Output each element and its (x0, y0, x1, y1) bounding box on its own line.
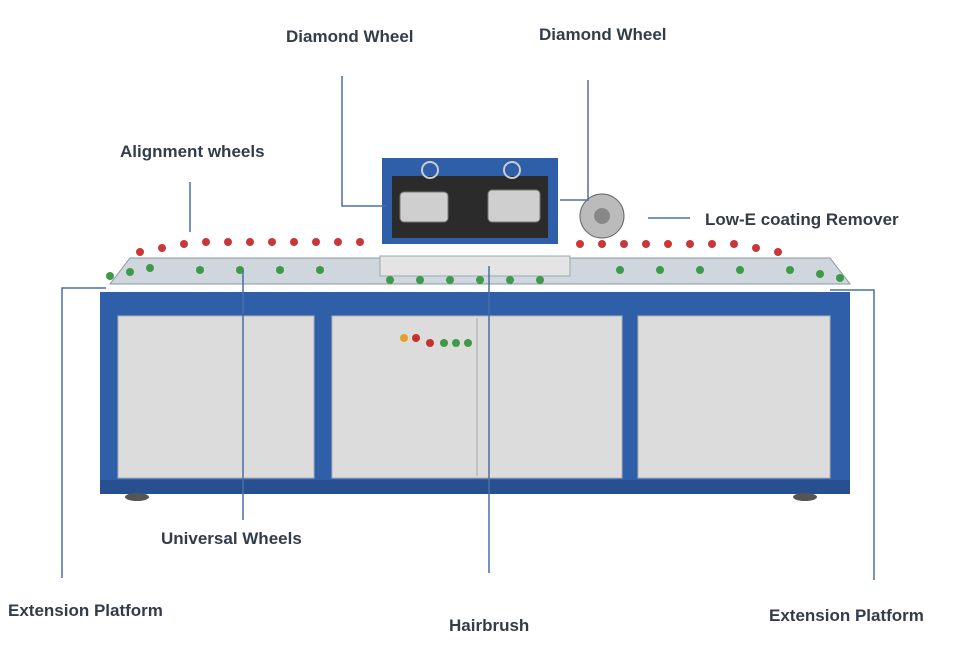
leader-diamond-wheel-right (560, 80, 589, 201)
diamond-wheel-left-label: Diamond Wheel (286, 27, 414, 46)
alignment-wheels-label: Alignment wheels (120, 142, 265, 161)
universal-wheels-label: Universal Wheels (161, 529, 302, 548)
hairbrush-plate (379, 255, 571, 277)
control-lamp-amber (400, 334, 408, 342)
left-foot (125, 493, 149, 501)
control-button-green-2 (452, 339, 460, 347)
right-foot (793, 493, 817, 501)
extension-platform-left-label: Extension Platform (8, 601, 163, 620)
extension-platform-right-label: Extension Platform (769, 606, 924, 625)
diamond-motor-right (487, 189, 541, 223)
leader-lines (61, 76, 875, 580)
low-e-remover-label: Low-E coating Remover (705, 210, 899, 229)
control-button-green-3 (464, 339, 472, 347)
hairbrush-label: Hairbrush (449, 616, 530, 635)
leader-extension-platform-right (830, 289, 875, 580)
right-cabinet-panel (637, 315, 831, 479)
control-button-red (426, 339, 434, 347)
alignment-wheels-row (136, 238, 782, 256)
cabinet-base (100, 480, 850, 494)
diamond-motor-left (399, 191, 449, 223)
handwheel-right (503, 161, 521, 179)
control-button-green-1 (440, 339, 448, 347)
universal-wheels-row (106, 264, 844, 284)
left-cabinet-panel (117, 315, 315, 479)
control-lamp-red (412, 334, 420, 342)
diamond-wheel-right-label: Diamond Wheel (539, 25, 667, 44)
low-e-remover-hub (594, 208, 610, 224)
leader-extension-platform-left (61, 287, 106, 578)
leader-diamond-wheel-left (341, 76, 386, 207)
handwheel-left (421, 161, 439, 179)
